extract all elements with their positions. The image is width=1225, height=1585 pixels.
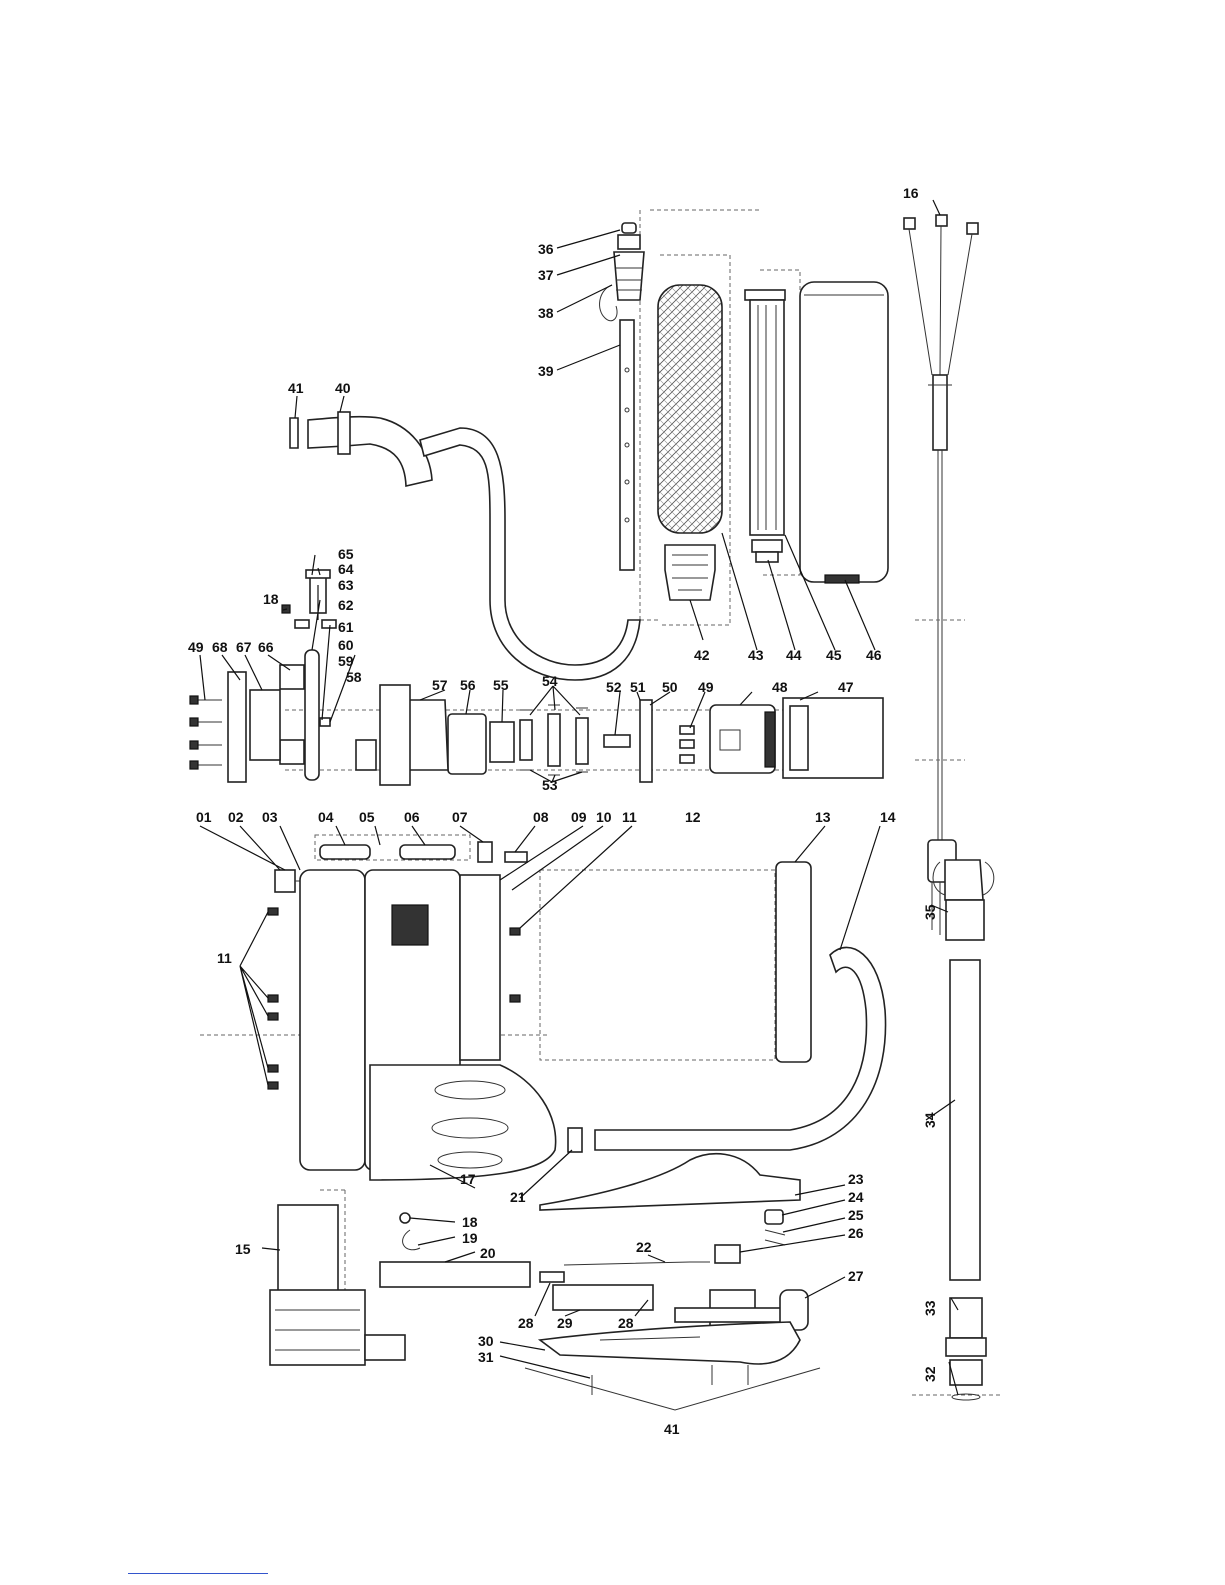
part-label: 12: [685, 809, 701, 825]
part-label: 37: [538, 267, 554, 283]
part-label: 47: [838, 679, 854, 695]
part-label: 49: [188, 639, 204, 655]
part-label: 30: [478, 1333, 494, 1349]
part-label: 58: [346, 669, 362, 685]
part-label: 34: [922, 1112, 938, 1128]
part-label: 03: [262, 809, 278, 825]
part-label: 38: [538, 305, 554, 321]
part-label: 23: [848, 1171, 864, 1187]
part-label: 68: [212, 639, 228, 655]
part-label: 55: [493, 677, 509, 693]
housing-front: [300, 870, 365, 1170]
part-label: 07: [452, 809, 468, 825]
part-label: 04: [318, 809, 334, 825]
part-label: 42: [694, 647, 710, 663]
part-label: 28: [618, 1315, 634, 1331]
part-label: 32: [922, 1366, 938, 1382]
part-label: 17: [460, 1171, 476, 1187]
part-label: 19: [462, 1230, 478, 1246]
part-label: 62: [338, 597, 354, 613]
part-label: 08: [533, 809, 549, 825]
part-label: 63: [338, 577, 354, 593]
handle-assembly: [525, 1128, 820, 1410]
part-label: 14: [880, 809, 896, 825]
part-label: 50: [662, 679, 678, 695]
part-label: 45: [826, 647, 842, 663]
lower-wand: [912, 860, 1000, 1400]
footer-rule: [128, 1573, 268, 1574]
part-label: 36: [538, 241, 554, 257]
part-label: 29: [557, 1315, 573, 1331]
part-label: 53: [542, 777, 558, 793]
main-housing: [200, 835, 811, 1180]
part-label: 48: [772, 679, 788, 695]
part-label: 54: [542, 673, 558, 689]
part-label: 10: [596, 809, 612, 825]
part-label: 28: [518, 1315, 534, 1331]
part-label: 05: [359, 809, 375, 825]
part-label: 13: [815, 809, 831, 825]
filter-cap: [665, 545, 715, 600]
part-label: 40: [335, 380, 351, 396]
part-label: 18: [462, 1214, 478, 1230]
part-label: 43: [748, 647, 764, 663]
part-label: 60: [338, 637, 354, 653]
part-label: 64: [338, 561, 354, 577]
part-label: 20: [480, 1245, 496, 1261]
part-label: 52: [606, 679, 622, 695]
part-label: 41: [288, 380, 304, 396]
part-label: 02: [228, 809, 244, 825]
wand-top: [600, 210, 660, 620]
part-label: 61: [338, 619, 354, 635]
part-label: 22: [636, 1239, 652, 1255]
part-label: 51: [630, 679, 646, 695]
part-label: 16: [903, 185, 919, 201]
part-label: 24: [848, 1189, 864, 1205]
part-label: 26: [848, 1225, 864, 1241]
part-label: 57: [432, 677, 448, 693]
motor-assembly: [190, 570, 883, 785]
part-label: 59: [338, 653, 354, 669]
part-label: 46: [866, 647, 882, 663]
filter-element: [658, 285, 722, 533]
part-label: 06: [404, 809, 420, 825]
part-label: 27: [848, 1268, 864, 1284]
part-label: 31: [478, 1349, 494, 1365]
part-label: 41: [664, 1421, 680, 1437]
part-label: 65: [338, 546, 354, 562]
part-label: 21: [510, 1189, 526, 1205]
part-label: 25: [848, 1207, 864, 1223]
part-label: 66: [258, 639, 274, 655]
part-label: 09: [571, 809, 587, 825]
part-label: 11: [217, 950, 232, 966]
power-cord: [904, 215, 978, 935]
part-label: 01: [196, 809, 212, 825]
part-label: 18: [263, 591, 279, 607]
part-label: 44: [786, 647, 802, 663]
canister-body: [800, 282, 888, 582]
part-label: 33: [922, 1300, 938, 1316]
part-label: 67: [236, 639, 252, 655]
part-label: 11: [622, 809, 637, 825]
lower-hose: [595, 947, 886, 1150]
part-label: 35: [922, 904, 938, 920]
part-label: 15: [235, 1241, 251, 1257]
part-label: 39: [538, 363, 554, 379]
part-label: 49: [698, 679, 714, 695]
part-label: 56: [460, 677, 476, 693]
